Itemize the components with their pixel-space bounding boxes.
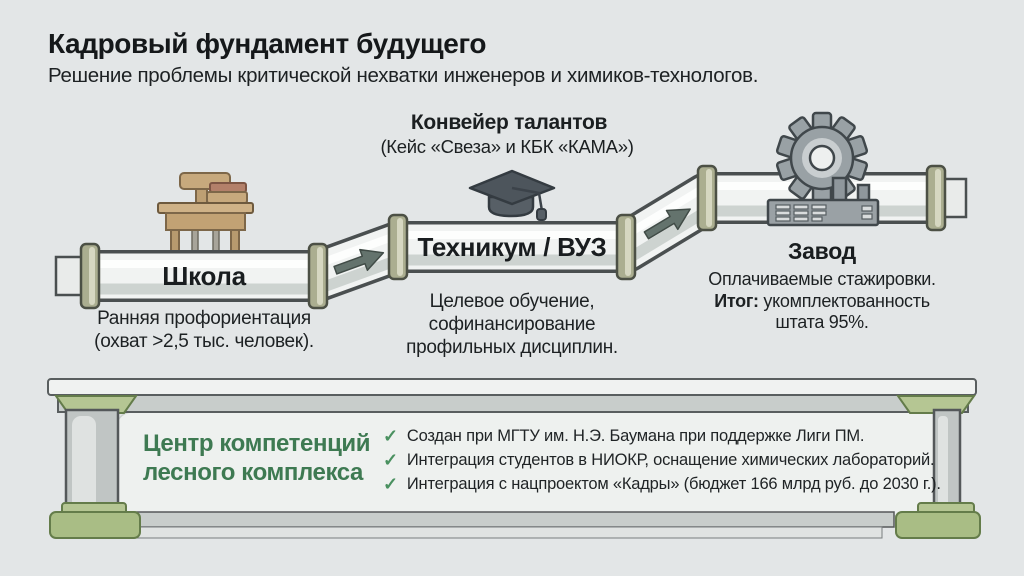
note-emphasis: Итог: xyxy=(714,290,759,311)
note-line-rest: укомплектованность xyxy=(758,290,930,311)
bullet-text: Создан при МГТУ им. Н.Э. Баумана при под… xyxy=(406,427,865,445)
note-line: Оплачиваемые стажировки. xyxy=(708,269,936,289)
note-line: софинансирование xyxy=(428,314,596,335)
bullet-text: Интеграция студентов в НИОКР, оснащение … xyxy=(406,451,935,469)
stage-note-school: Ранняя профориентация (охват >2,5 тыс. ч… xyxy=(94,307,314,353)
stage-label-factory: Завод xyxy=(788,238,856,264)
note-line: Ранняя профориентация xyxy=(97,308,311,329)
note-line: профильных дисциплин. xyxy=(406,337,618,358)
foundation-title-line: Центр компетенций xyxy=(143,430,371,457)
check-icon: ✓ xyxy=(383,426,398,446)
conveyor-title: Конвейер талантов xyxy=(410,111,608,134)
factory-icon xyxy=(766,176,880,227)
foundation-bullet-list: ✓ Создан при МГТУ им. Н.Э. Баумана при п… xyxy=(383,424,941,496)
graduation-cap-icon xyxy=(468,169,556,221)
note-line: Итог: укомплектованность xyxy=(708,291,935,313)
list-item: ✓ Создан при МГТУ им. Н.Э. Баумана при п… xyxy=(383,424,941,448)
stage-label-school: Школа xyxy=(162,261,246,291)
foundation-column-left xyxy=(49,395,141,539)
school-desk-icon xyxy=(157,172,254,257)
list-item: ✓ Интеграция студентов в НИОКР, оснащени… xyxy=(383,448,941,472)
foundation-beam xyxy=(47,378,977,539)
gear-icon xyxy=(775,111,869,205)
stage-label-college: Техникум / ВУЗ xyxy=(417,232,607,262)
check-icon: ✓ xyxy=(383,450,398,470)
foundation-title-line: лесного комплекса xyxy=(143,459,363,486)
talent-pipeline-pipe xyxy=(84,172,942,302)
page-title: Кадровый фундамент будущего xyxy=(48,28,487,59)
check-icon: ✓ xyxy=(383,474,398,494)
list-item: ✓ Интеграция с нацпроектом «Кадры» (бюдж… xyxy=(383,472,941,496)
note-line: Целевое обучение, xyxy=(429,291,595,312)
bullet-text: Интеграция с нацпроектом «Кадры» (бюджет… xyxy=(406,475,941,493)
page-subtitle: Решение проблемы критической нехватки ин… xyxy=(48,64,759,87)
foundation-column-right xyxy=(895,395,981,539)
foundation-title: Центр компетенций лесного комплекса xyxy=(143,429,371,487)
note-line: (охват >2,5 тыс. человек). xyxy=(94,331,314,352)
stage-note-college: Целевое обучение, софинансирование профи… xyxy=(406,290,618,359)
conveyor-subtitle: (Кейс «Свеза» и КБК «КАМА») xyxy=(380,136,634,157)
note-line: штата 95%. xyxy=(775,312,869,332)
stage-note-factory: Оплачиваемые стажировки. Итог: укомплект… xyxy=(708,269,936,334)
